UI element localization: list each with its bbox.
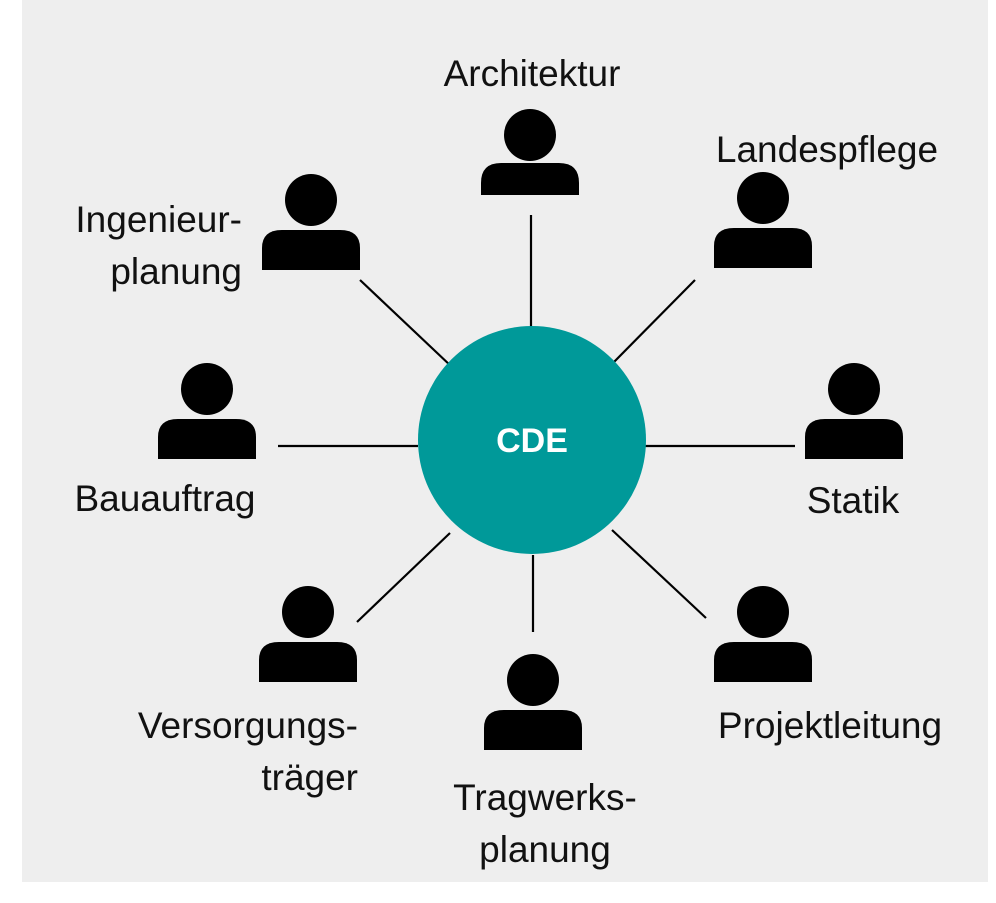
label-versorgungstraeger-line1: Versorgungs-	[138, 705, 358, 746]
connector-projektleitung	[611, 529, 707, 619]
person-icon	[805, 363, 903, 459]
connector-landespflege	[611, 279, 696, 365]
label-ingenieurplanung-line1: Ingenieur-	[75, 199, 242, 240]
label-tragwerksplanung-line2: planung	[479, 829, 611, 870]
label-tragwerksplanung-line1: Tragwerks-	[453, 777, 637, 818]
label-versorgungstraeger-line2: träger	[261, 757, 358, 798]
person-icon	[158, 363, 256, 459]
person-icons	[158, 109, 903, 750]
label-architektur: Architektur	[444, 53, 621, 94]
connector-versorgungstraeger	[356, 532, 451, 623]
person-icon	[481, 109, 579, 195]
person-icon	[259, 586, 357, 682]
person-icon	[714, 172, 812, 268]
person-icon	[714, 586, 812, 682]
cde-hub: CDE	[418, 326, 646, 554]
cde-hub-circle	[418, 326, 646, 554]
person-icon	[484, 654, 582, 750]
connectors	[278, 215, 795, 632]
label-statik: Statik	[807, 480, 900, 521]
connector-ingenieurplanung	[359, 279, 453, 368]
label-landespflege: Landespflege	[716, 129, 938, 170]
label-bauauftrag: Bauauftrag	[74, 478, 255, 519]
label-projektleitung: Projektleitung	[718, 705, 942, 746]
cde-hub-label: CDE	[496, 422, 568, 460]
stakeholder-labels: Architektur Landespflege Statik Projektl…	[74, 53, 942, 870]
label-ingenieurplanung-line2: planung	[110, 251, 242, 292]
person-icon	[262, 174, 360, 270]
